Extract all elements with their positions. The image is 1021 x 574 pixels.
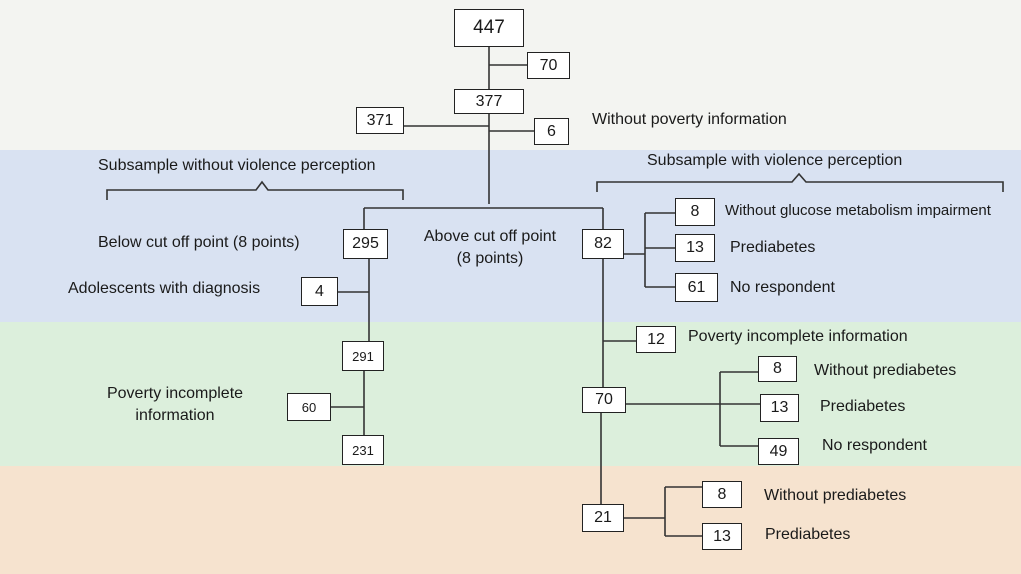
node-right-poverty-incomplete: 12	[636, 326, 676, 353]
node-g1-no-respondent: 61	[675, 273, 718, 302]
node-g3-prediabetes: 13	[702, 523, 742, 550]
label-g2-no-respondent: No respondent	[822, 437, 927, 454]
node-after-diagnosis: 291	[342, 341, 384, 371]
node-after-exclusion: 377	[454, 89, 524, 114]
node-left-final: 231	[342, 435, 384, 465]
node-g2-prediabetes: 13	[760, 394, 799, 422]
node-below-cutoff: 295	[343, 229, 388, 259]
label-without-poverty-information: Without poverty information	[592, 111, 787, 128]
label-above-cutoff: Above cut off point (8 points)	[410, 226, 570, 270]
label-left-poverty-line2: information	[135, 407, 215, 424]
label-g3-prediabetes: Prediabetes	[765, 526, 851, 543]
label-below-cutoff: Below cut off point (8 points)	[98, 234, 300, 251]
label-g3-without-prediabetes: Without prediabetes	[764, 487, 907, 504]
node-right-final: 21	[582, 504, 624, 532]
band-poverty	[0, 322, 1021, 466]
node-right-after-poverty: 70	[582, 387, 626, 413]
node-g2-no-respondent: 49	[758, 438, 799, 465]
label-left-poverty: Poverty incomplete information	[95, 383, 255, 427]
label-left-poverty-line1: Poverty incomplete	[106, 385, 244, 402]
brace-left	[106, 180, 404, 200]
band-violence-perception	[0, 150, 1021, 322]
node-above-cutoff: 82	[582, 229, 624, 259]
node-total: 447	[454, 9, 524, 47]
brace-right	[596, 172, 1004, 192]
node-g3-without-prediabetes: 8	[702, 481, 742, 508]
label-above-cutoff-line2: (8 points)	[456, 250, 524, 267]
node-excluded-top: 70	[527, 52, 570, 79]
node-g1-without-glucose: 8	[675, 198, 715, 226]
label-right-poverty-incomplete: Poverty incomplete information	[688, 328, 908, 345]
node-without-poverty: 6	[534, 118, 569, 145]
label-above-cutoff-line1: Above cut off point	[423, 228, 557, 245]
node-g2-without-prediabetes: 8	[758, 356, 797, 382]
label-g1-prediabetes: Prediabetes	[730, 239, 816, 256]
label-g1-no-respondent: No respondent	[730, 279, 835, 296]
label-subsample-with-violence: Subsample with violence perception	[647, 152, 903, 169]
label-adolescents-with-diagnosis: Adolescents with diagnosis	[68, 280, 261, 297]
band-final	[0, 466, 1021, 574]
node-without-violence: 371	[356, 107, 404, 134]
node-g1-prediabetes: 13	[675, 234, 715, 262]
node-with-diagnosis: 4	[301, 277, 338, 306]
label-g2-without-prediabetes: Without prediabetes	[814, 362, 957, 379]
label-subsample-without-violence: Subsample without violence perception	[98, 157, 376, 174]
label-g2-prediabetes: Prediabetes	[820, 398, 906, 415]
node-left-poverty-incomplete: 60	[287, 393, 331, 421]
label-without-glucose-impairment: Without glucose metabolism impairment	[725, 202, 991, 219]
